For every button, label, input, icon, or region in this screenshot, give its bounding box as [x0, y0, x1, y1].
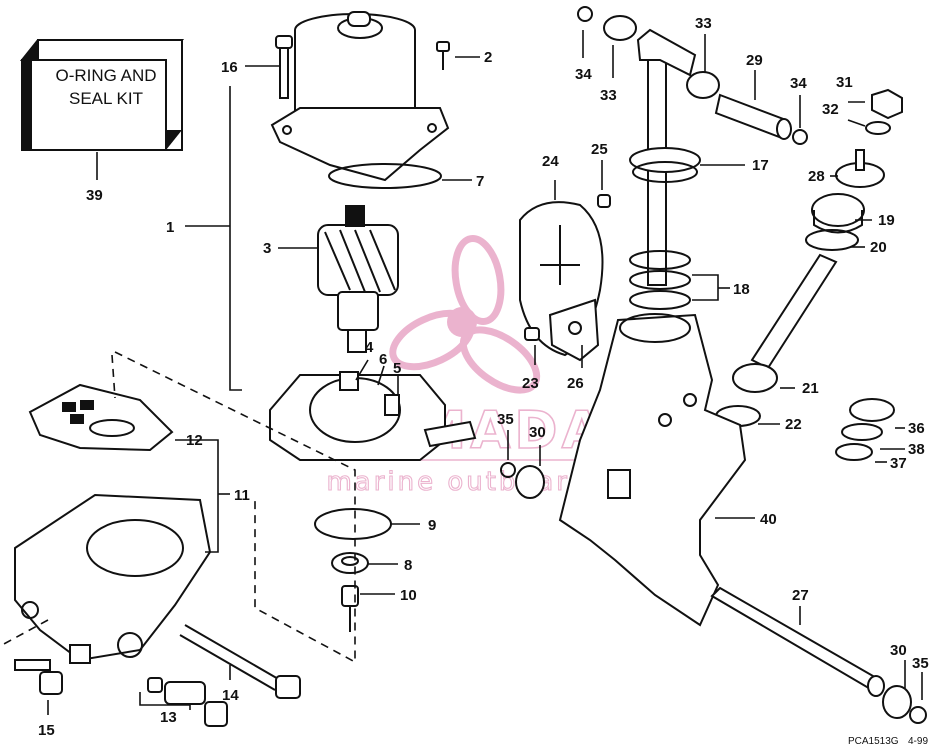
callout-24: 24	[542, 153, 559, 170]
callout-31: 31	[836, 74, 853, 91]
drawing-code: PCA1513G	[848, 736, 899, 747]
nut-31	[871, 88, 903, 120]
callout-10: 10	[400, 587, 417, 604]
kit-label-line2: SEAL KIT	[69, 89, 143, 108]
clip-34a	[577, 6, 593, 22]
callout-9: 9	[428, 517, 436, 534]
screw-23	[524, 327, 540, 341]
callout-27: 27	[792, 587, 809, 604]
plug-10	[341, 585, 359, 632]
seals-36-38	[835, 398, 895, 461]
callout-26: 26	[567, 375, 584, 392]
callout-1: 1	[166, 219, 174, 236]
callout-22: 22	[785, 416, 802, 433]
callout-6: 6	[379, 351, 387, 368]
callout-21: 21	[802, 380, 819, 397]
screw-16	[275, 35, 293, 99]
motor-housing	[270, 11, 450, 182]
plug-25	[597, 194, 611, 208]
callouts: 39 1 2 3 4 5 6 7 8 9 10 11 12 13 14 15 1…	[38, 15, 929, 739]
bolt-15	[14, 659, 63, 695]
callout-33b: 33	[600, 87, 617, 104]
callout-16: 16	[221, 59, 238, 76]
callout-34a: 34	[575, 66, 592, 83]
bushing-33	[603, 15, 720, 99]
callout-36: 36	[908, 420, 925, 437]
seals-18	[629, 250, 691, 310]
drawing-date: 4-99	[908, 736, 928, 747]
group-dashed-lines	[1, 351, 356, 664]
o-ring-9	[314, 508, 392, 540]
callout-34b: 34	[790, 75, 807, 92]
callout-30b: 30	[890, 642, 907, 659]
callout-32: 32	[822, 101, 839, 118]
callout-37: 37	[890, 455, 907, 472]
pump-cover-12	[28, 383, 174, 452]
callout-35b: 35	[912, 655, 929, 672]
callout-2: 2	[484, 49, 492, 66]
callout-28: 28	[808, 168, 825, 185]
brush-plate	[269, 371, 477, 461]
bushing-30b	[882, 685, 912, 719]
callout-25: 25	[591, 141, 608, 158]
propeller-logo-icon	[389, 234, 541, 394]
callout-12: 12	[186, 432, 203, 449]
armature-3	[317, 205, 399, 353]
callout-5: 5	[393, 360, 401, 377]
callout-39: 39	[86, 187, 103, 204]
clip-34b	[792, 129, 808, 145]
bolt-14	[179, 624, 301, 699]
fill-plate-26	[548, 298, 600, 362]
piston-21	[732, 253, 838, 393]
pin-29	[714, 93, 792, 140]
valve-28	[835, 149, 885, 188]
callout-29: 29	[746, 52, 763, 69]
o-ring-20	[805, 229, 859, 251]
clip-35a	[500, 462, 516, 478]
callout-14: 14	[222, 687, 239, 704]
callout-13: 13	[160, 709, 177, 726]
watermark-tagline: marine outboards	[326, 467, 605, 497]
piston-rod	[629, 28, 701, 286]
callout-4: 4	[365, 339, 374, 356]
manifold-base	[14, 493, 212, 664]
callout-30a: 30	[529, 424, 546, 441]
callout-23: 23	[522, 375, 539, 392]
callout-33a: 33	[695, 15, 712, 32]
callout-15: 15	[38, 722, 55, 739]
cap-19	[811, 193, 865, 234]
shaft-27	[710, 586, 885, 697]
callout-20: 20	[870, 239, 887, 256]
bushing-30a	[515, 465, 545, 499]
screw-2	[436, 41, 450, 70]
callout-18: 18	[733, 281, 750, 298]
cylinder-body-40	[558, 313, 747, 627]
callout-11: 11	[234, 487, 250, 504]
leader-lines	[47, 30, 923, 715]
o-ring-7	[328, 163, 442, 189]
callout-3: 3	[263, 240, 271, 257]
callout-35a: 35	[497, 411, 514, 428]
seal-kit-box: O-RING AND SEAL KIT	[19, 39, 185, 180]
callout-40: 40	[760, 511, 777, 528]
washer-8	[331, 552, 369, 574]
callout-19: 19	[878, 212, 895, 229]
callout-17: 17	[752, 157, 769, 174]
callout-8: 8	[404, 557, 412, 574]
callout-38: 38	[908, 441, 925, 458]
kit-label-line1: O-RING AND	[55, 66, 156, 85]
valve-13	[147, 677, 228, 727]
callout-7: 7	[476, 173, 484, 190]
washer-32	[865, 121, 891, 135]
clip-35b	[909, 706, 927, 724]
